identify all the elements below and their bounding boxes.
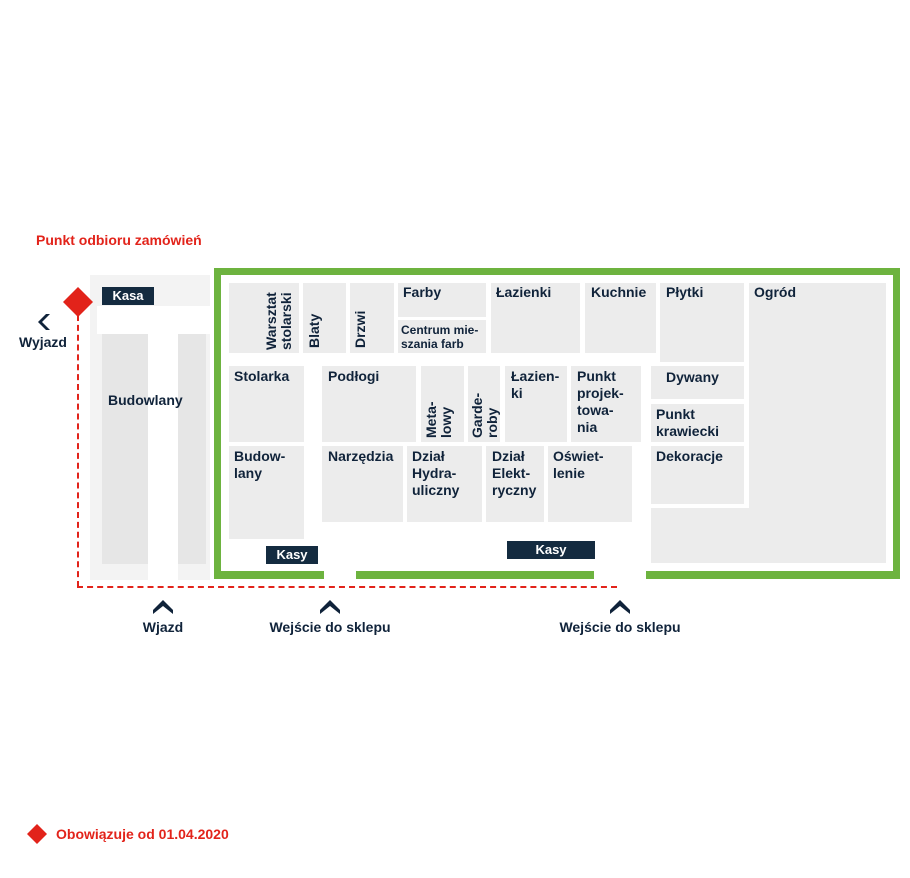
- dept-budowlany[interactable]: Budowlany: [108, 392, 183, 408]
- dept-hydrauliczny[interactable]: Dział Hydra- uliczny: [412, 448, 460, 498]
- exit-label[interactable]: Wyjazd: [19, 334, 67, 350]
- dept-drzwi[interactable]: Drzwi: [352, 310, 368, 348]
- zone-dywany: [651, 366, 744, 399]
- dept-narzedzia[interactable]: Narzędzia: [328, 448, 394, 464]
- store-outline-top: [214, 268, 900, 275]
- yard-aisle: [148, 334, 178, 580]
- dept-lazienki2[interactable]: Łazien- ki: [511, 368, 560, 401]
- dept-centrum[interactable]: Centrum mie- szania farb: [401, 323, 479, 351]
- dept-farby[interactable]: Farby: [403, 284, 442, 300]
- zone-centrum: [398, 320, 486, 353]
- zone-hydrauliczny: [407, 446, 482, 522]
- dept-garderoby[interactable]: Garde- roby: [469, 392, 500, 438]
- dept-warsztat[interactable]: Warsztat stolarski: [263, 292, 294, 350]
- zone-farby: [398, 283, 486, 317]
- store-outline-bottom-1: [214, 571, 324, 579]
- zone-warsztat: [229, 283, 299, 353]
- dept-metalowy[interactable]: Meta- lowy: [423, 401, 454, 438]
- pickup-route-vertical: [77, 315, 79, 587]
- yard-rack-right: [178, 334, 206, 564]
- store-outline-bottom-3: [646, 571, 900, 579]
- dept-ogrod[interactable]: Ogród: [754, 284, 796, 300]
- diamond-marker-icon[interactable]: [62, 286, 94, 318]
- zone-metalowy: [421, 366, 464, 442]
- store-outline-right: [893, 268, 900, 579]
- kasy-tag-right: Kasy: [507, 541, 595, 559]
- zone-lazienki1: [491, 283, 580, 353]
- dept-dywany[interactable]: Dywany: [666, 369, 719, 385]
- kasy-tag-left: Kasy: [266, 546, 318, 564]
- dept-kuchnie[interactable]: Kuchnie: [591, 284, 647, 300]
- zone-podlogi: [322, 366, 416, 442]
- chevron-up-icon: [610, 600, 630, 614]
- dept-krawiecki[interactable]: Punkt krawiecki: [656, 406, 720, 439]
- zone-lazienki2: [505, 366, 567, 442]
- zone-elektryczny: [486, 446, 544, 522]
- store-outline-left: [214, 268, 221, 579]
- zone-krawiecki: [651, 404, 744, 442]
- legend-text: Obowiązuje od 01.04.2020: [56, 826, 229, 842]
- pickup-route-horizontal: [77, 586, 617, 588]
- wjazd-label[interactable]: Wjazd: [142, 619, 184, 635]
- kasa-tag: Kasa: [102, 287, 154, 305]
- zone-blaty: [303, 283, 346, 353]
- wejscie-label-1[interactable]: Wejście do sklepu: [269, 619, 391, 635]
- dept-oswietlenie[interactable]: Oświet- lenie: [553, 448, 604, 481]
- pickup-point-title: Punkt odbioru zamówień: [36, 232, 202, 248]
- zone-stolarka: [229, 366, 304, 442]
- zone-kuchnie: [585, 283, 656, 353]
- dept-blaty[interactable]: Blaty: [306, 313, 322, 348]
- dept-budowlany2[interactable]: Budow- lany: [234, 448, 286, 481]
- zone-ogrod: [749, 283, 886, 563]
- dept-elektryczny[interactable]: Dział Elekt- ryczny: [492, 448, 537, 498]
- zone-plytki: [660, 283, 744, 362]
- yard-rack-left: [102, 334, 148, 564]
- zone-drzwi: [350, 283, 394, 353]
- dept-podlogi[interactable]: Podłogi: [328, 368, 380, 384]
- dept-stolarka[interactable]: Stolarka: [234, 368, 290, 384]
- diamond-marker-icon: [27, 824, 47, 844]
- yard-road-top: [97, 306, 210, 334]
- zone-dekoracje: [651, 446, 744, 504]
- wejscie-label-2[interactable]: Wejście do sklepu: [559, 619, 681, 635]
- zone-narzedzia: [322, 446, 403, 522]
- zone-projektowania: [571, 366, 641, 442]
- zone-garderoby: [468, 366, 500, 442]
- dept-dekoracje[interactable]: Dekoracje: [656, 448, 723, 464]
- chevron-up-icon: [153, 600, 173, 614]
- zone-oswietlenie: [548, 446, 632, 522]
- dept-lazienki1[interactable]: Łazienki: [496, 284, 552, 300]
- store-outline-bottom-2: [356, 571, 594, 579]
- zone-budowlany2: [229, 446, 304, 539]
- dept-projektowania[interactable]: Punkt projek- towa- nia: [577, 368, 624, 435]
- chevron-up-icon: [320, 600, 340, 614]
- dept-plytki[interactable]: Płytki: [666, 284, 704, 300]
- chevron-left-icon: [38, 314, 50, 330]
- zone-ogrod-lower: [651, 508, 749, 563]
